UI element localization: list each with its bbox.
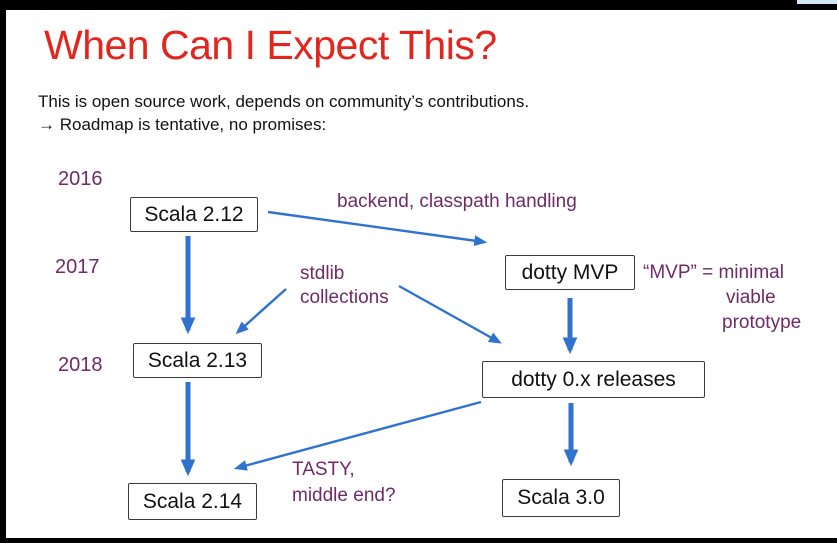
node-scala-3-0: Scala 3.0 (502, 479, 620, 517)
node-dotty-0x-releases-label: dotty 0.x releases (511, 367, 676, 391)
node-scala-2-12: Scala 2.12 (130, 197, 258, 232)
node-dotty-mvp: dotty MVP (505, 255, 635, 290)
intro-text: This is open source work, depends on com… (38, 90, 529, 136)
node-scala-2-14: Scala 2.14 (128, 483, 257, 520)
node-scala-2-14-label: Scala 2.14 (142, 489, 243, 513)
slide-title: When Can I Expect This? (44, 22, 497, 68)
frame-left-bar (0, 0, 6, 543)
node-scala-2-13: Scala 2.13 (133, 343, 262, 378)
annotation-stdlib-line2: collections (300, 287, 389, 308)
frame-top-bar (0, 0, 837, 10)
frame-bottom-bar (0, 538, 837, 543)
intro-line-1: This is open source work, depends on com… (38, 92, 530, 111)
intro-line-2: → Roadmap is tentative, no promises: (38, 115, 327, 134)
annotation-mvp-line2: viable (726, 287, 776, 308)
annotation-stdlib-line1: stdlib (300, 263, 345, 284)
annotation-tasty-line1: TASTY, (292, 459, 355, 480)
year-label-2017: 2017 (55, 256, 100, 278)
node-dotty-mvp-label: dotty MVP (521, 260, 619, 284)
arrow-stdlib-to-scala213 (235, 288, 287, 335)
year-label-2018: 2018 (58, 354, 103, 376)
annotation-backend-classpath: backend, classpath handling (337, 191, 577, 212)
annotation-tasty-line2: middle end? (292, 485, 396, 506)
node-scala-3-0-label: Scala 3.0 (517, 486, 605, 509)
arrow-scala212-to-dottymvp (267, 210, 488, 247)
node-scala-2-13-label: Scala 2.13 (147, 348, 248, 372)
node-dotty-0x-releases: dotty 0.x releases (482, 361, 705, 398)
frame-top-glint (797, 0, 837, 4)
annotation-mvp-line1: “MVP” = minimal (643, 262, 784, 283)
arrow-dotty0x-to-scala214 (233, 400, 482, 471)
annotation-mvp-line3: prototype (722, 312, 802, 333)
year-label-2016: 2016 (58, 168, 103, 190)
node-scala-2-12-label: Scala 2.12 (144, 202, 244, 226)
arrow-stdlib-to-dotty0x (398, 284, 502, 344)
